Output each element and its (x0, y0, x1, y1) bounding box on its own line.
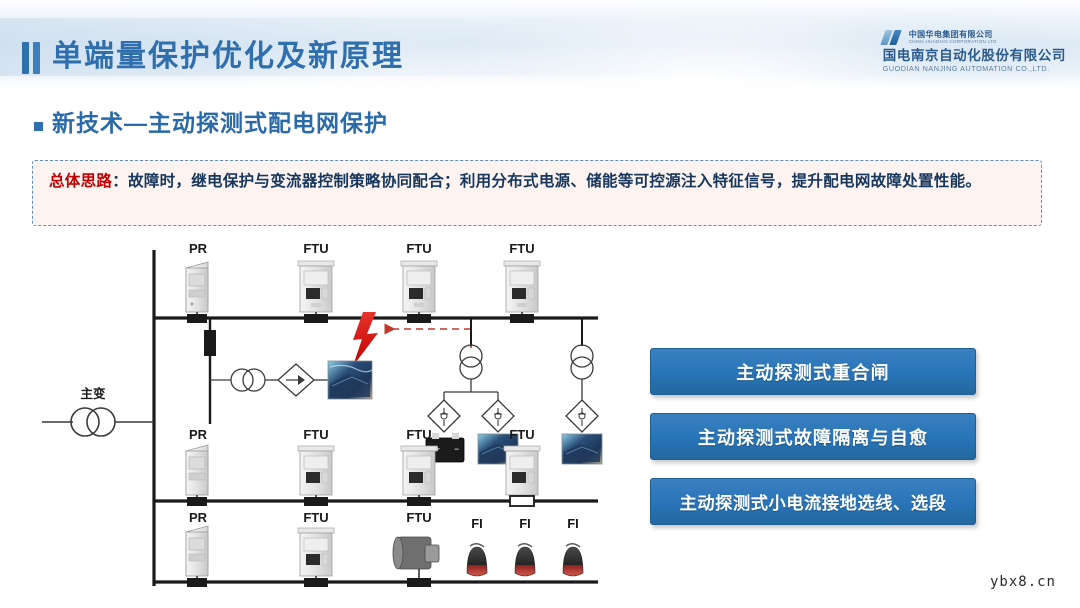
logo-company-cn: 国电南京自动化股份有限公司 (882, 48, 1066, 63)
svg-text:FTU: FTU (303, 427, 328, 442)
logo-parent-en: CHINA HUADIAN CORPORATION LTD (908, 39, 997, 44)
fault-lightning-icon (353, 312, 378, 366)
callout-body: 故障时，继电保护与变流器控制策略协同配合；利用分布式电源、储能等可控源注入特征信… (128, 173, 982, 190)
pv-panel-image-1 (327, 360, 373, 400)
battery-storage-icon: + − (425, 433, 465, 463)
logo-parent-cn: 中国华电集团有限公司 (908, 30, 993, 39)
device-pr-1: PR (185, 241, 209, 323)
button-small-current-grounding[interactable]: 主动探测式小电流接地选线、选段 (650, 478, 976, 525)
device-ftu-2-2: FTU (400, 427, 438, 506)
svg-text:FTU: FTU (303, 241, 328, 256)
device-ftu-1-3: FTU (503, 241, 541, 323)
section-bullet-icon (34, 122, 43, 131)
callout-text: 总体思路：故障时，继电保护与变流器控制策略协同配合；利用分布式电源、储能等可控源… (49, 169, 1027, 195)
svg-text:FTU: FTU (509, 241, 534, 256)
svg-text:+: + (435, 444, 440, 454)
inverter-symbol-3 (481, 399, 515, 433)
device-pr-2: PR (185, 427, 209, 506)
slide-header: 单端量保护优化及新原理 中国华电集团有限公司 CHINA HUADIAN COR… (0, 0, 1080, 92)
button-active-reclosing[interactable]: 主动探测式重合闸 (650, 348, 976, 395)
header-gradient-band (0, 18, 1080, 76)
inverter-symbol-4 (565, 399, 599, 433)
callout-keyword: 总体思路 (49, 173, 113, 190)
logo-parent-company: 中国华电集团有限公司 CHINA HUADIAN CORPORATION LTD (879, 30, 1066, 45)
device-ftu-2-3: FTU (503, 427, 541, 507)
overview-callout-box: 总体思路：故障时，继电保护与变流器控制策略协同配合；利用分布式电源、储能等可控源… (32, 160, 1042, 226)
callout-separator: ： (112, 173, 129, 190)
pv-panel-image-3 (561, 433, 603, 465)
svg-text:FI: FI (567, 516, 579, 531)
svg-text:PR: PR (189, 510, 208, 525)
page-title: 单端量保护优化及新原理 (52, 40, 404, 73)
device-ftu-1-2: FTU (400, 241, 438, 323)
svg-text:−: − (454, 444, 459, 454)
device-pr-3: PR (185, 510, 209, 587)
logo-mark-icon (879, 30, 904, 45)
device-ftu-3-1: FTU (297, 510, 335, 587)
section-title: 新技术—主动探测式配电网保护 (52, 110, 388, 136)
company-logo: 中国华电集团有限公司 CHINA HUADIAN CORPORATION LTD… (879, 30, 1066, 73)
title-bar-icon (22, 42, 42, 74)
inverter-symbol-1 (277, 363, 315, 397)
svg-text:FTU: FTU (303, 510, 328, 525)
distribution-network-diagram: 主变 PR FTU (26, 234, 646, 604)
logo-parent-text: 中国华电集团有限公司 CHINA HUADIAN CORPORATION LTD (909, 30, 997, 45)
svg-text:FTU: FTU (509, 427, 534, 442)
svg-text:FTU: FTU (406, 241, 431, 256)
watermark: ybx8.cn (989, 574, 1056, 590)
feature-button-list: 主动探测式重合闸 主动探测式故障隔离与自愈 主动探测式小电流接地选线、选段 (650, 348, 980, 543)
main-transformer-label: 主变 (80, 386, 106, 401)
svg-text:FTU: FTU (406, 427, 431, 442)
inverter-symbol-2 (427, 399, 461, 433)
svg-text:PR: PR (189, 241, 208, 256)
logo-company-en: GUODIAN NANJING AUTOMATION CO.,LTD. (882, 64, 1050, 73)
svg-text:FI: FI (471, 516, 483, 531)
device-fi-3: FI (562, 516, 584, 577)
device-ftu-2-1: FTU (297, 427, 335, 506)
device-fi-1: FI (466, 516, 488, 577)
button-fault-isolation-selfhealing[interactable]: 主动探测式故障隔离与自愈 (650, 413, 976, 460)
device-ftu-1-1: FTU (297, 241, 335, 323)
device-fi-2: FI (514, 516, 536, 577)
device-ftu-3-2: FTU (392, 510, 440, 587)
svg-text:FI: FI (519, 516, 531, 531)
svg-text:FTU: FTU (406, 510, 431, 525)
svg-text:PR: PR (189, 427, 208, 442)
